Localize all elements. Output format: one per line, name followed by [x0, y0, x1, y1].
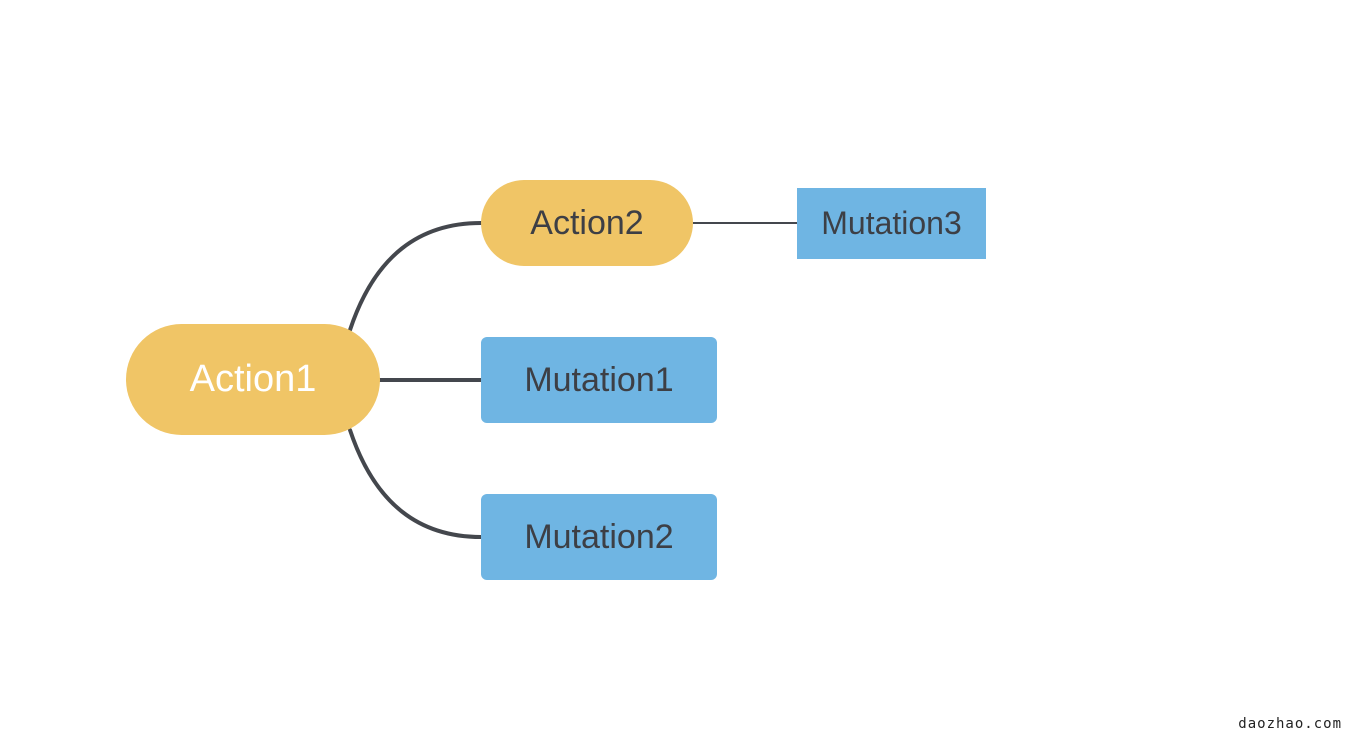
connector-action1-action2: [348, 221, 483, 332]
node-action1-label: Action1: [189, 358, 317, 400]
connector-action1-mutation2: [348, 428, 483, 539]
node-mutation1[interactable]: Mutation1: [481, 337, 717, 423]
node-action1[interactable]: Action1: [126, 324, 380, 435]
node-mutation3-label: Mutation3: [821, 205, 962, 241]
node-action2[interactable]: Action2: [481, 180, 693, 266]
watermark: daozhao.com: [1238, 716, 1342, 732]
node-mutation2[interactable]: Mutation2: [481, 494, 717, 580]
node-mutation3[interactable]: Mutation3: [797, 188, 986, 259]
node-mutation2-label: Mutation2: [524, 517, 674, 556]
node-mutation1-label: Mutation1: [524, 360, 674, 399]
node-action2-label: Action2: [530, 203, 644, 242]
